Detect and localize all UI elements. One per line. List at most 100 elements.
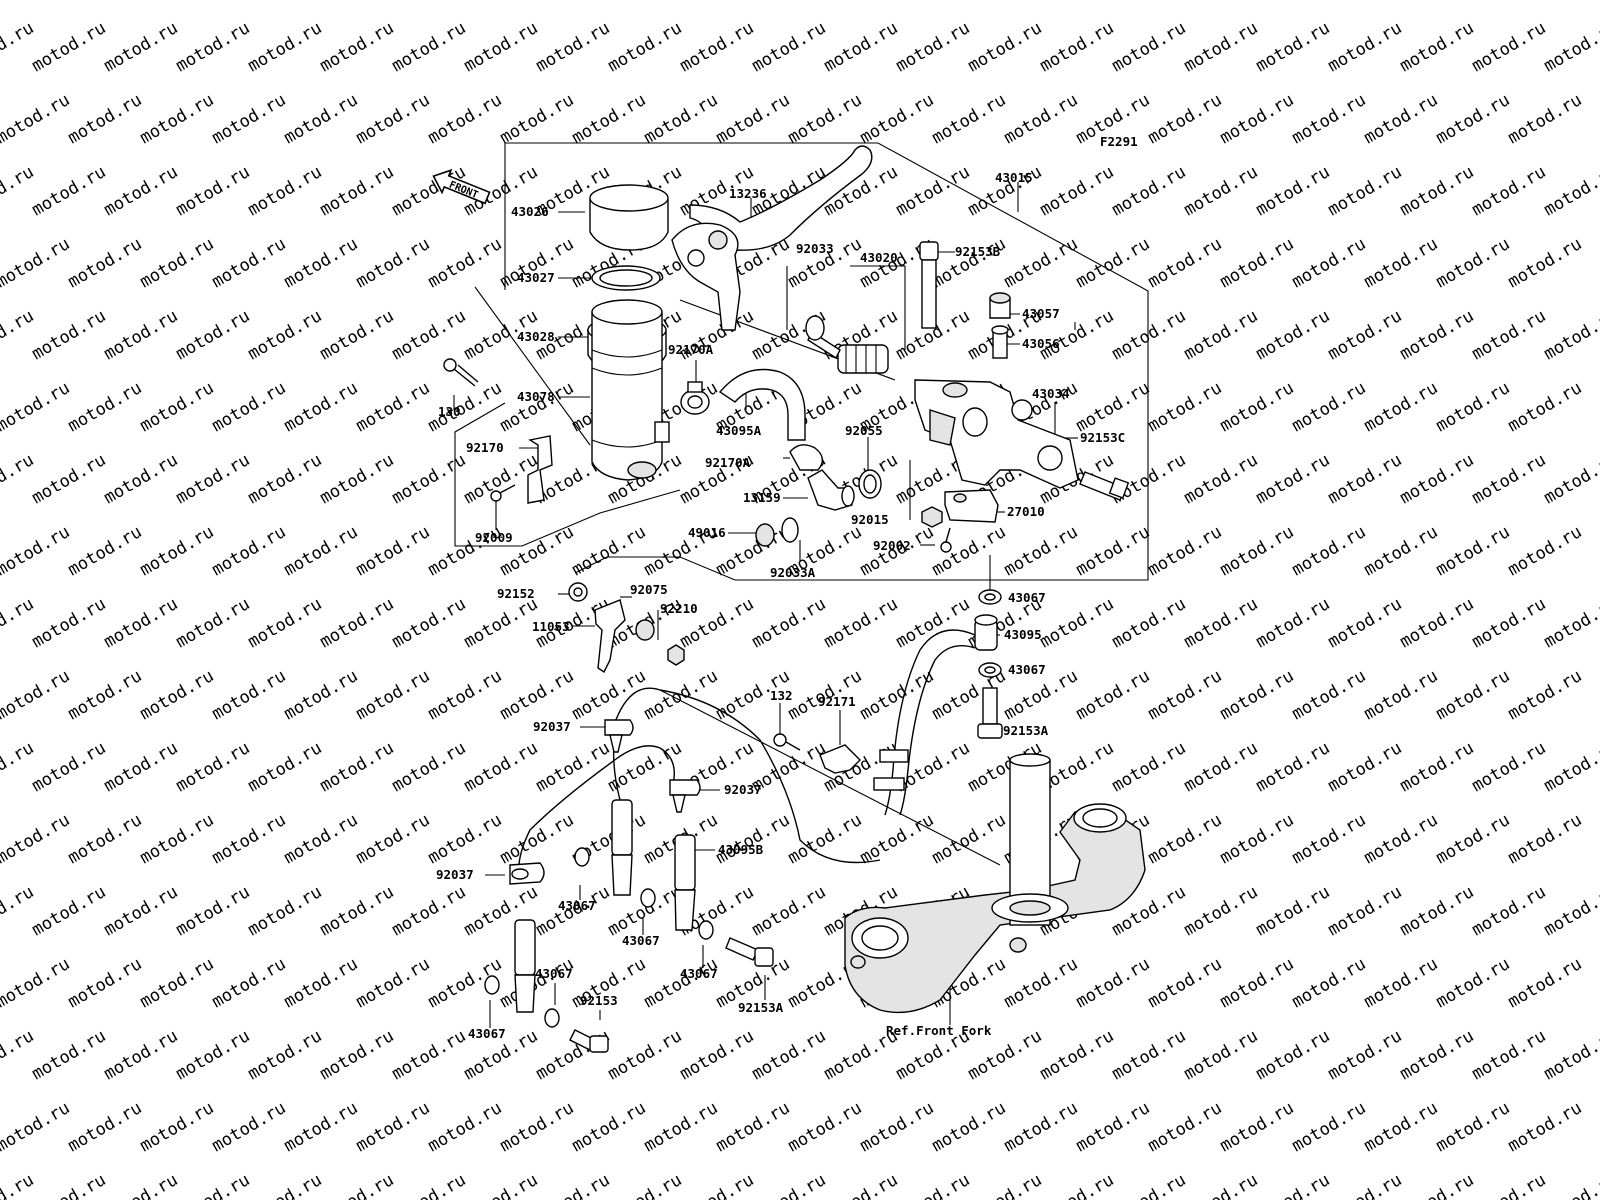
watermark-text: motod.ru <box>1181 306 1262 364</box>
watermark-text: motod.ru <box>353 810 434 868</box>
watermark-text: motod.ru <box>1433 90 1514 148</box>
watermark-text: motod.ru <box>173 594 254 652</box>
watermark-text: motod.ru <box>137 0 218 4</box>
watermark-text: motod.ru <box>281 234 362 292</box>
part-label: 43026 <box>511 204 549 219</box>
watermark-text: motod.ru <box>65 810 146 868</box>
part-label: 13236 <box>729 186 767 201</box>
watermark-text: motod.ru <box>137 666 218 724</box>
watermark-text: motod.ru <box>353 90 434 148</box>
lever-13236 <box>671 145 873 331</box>
watermark-text: motod.ru <box>209 378 290 436</box>
watermark-text: motod.ru <box>1289 954 1370 1012</box>
part-label: 92037 <box>436 867 474 882</box>
watermark-text: motod.ru <box>1397 882 1478 940</box>
watermark-text: motod.ru <box>0 0 73 4</box>
part-label: 49016 <box>688 525 726 540</box>
watermark-text: motod.ru <box>1217 954 1298 1012</box>
part-label: 43027 <box>517 270 555 285</box>
watermark-text: motod.ru <box>569 666 650 724</box>
cap-43057 <box>989 292 1011 319</box>
part-label: 92009 <box>475 530 513 545</box>
part-label: 43067 <box>1008 590 1046 605</box>
watermark-text: motod.ru <box>1433 810 1514 868</box>
watermark-text: motod.ru <box>1361 90 1442 148</box>
watermark-text: motod.ru <box>893 18 974 76</box>
watermark-text: motod.ru <box>749 1170 830 1200</box>
watermark-text: motod.ru <box>1181 594 1262 652</box>
watermark-text: motod.ru <box>1217 810 1298 868</box>
watermark-text: motod.ru <box>1541 1026 1600 1084</box>
watermark-text: motod.ru <box>1073 234 1154 292</box>
watermark-text: motod.ru <box>389 1170 470 1200</box>
watermark-text: motod.ru <box>137 810 218 868</box>
watermark-text: motod.ru <box>317 162 398 220</box>
watermark-text: motod.ru <box>0 738 37 796</box>
watermark-text: motod.ru <box>1253 18 1334 76</box>
watermark-text: motod.ru <box>317 1026 398 1084</box>
part-label: 43067 <box>622 933 660 948</box>
watermark-text: motod.ru <box>569 90 650 148</box>
watermark-text: motod.ru <box>101 1026 182 1084</box>
watermark-text: motod.ru <box>1289 0 1370 4</box>
watermark-text: motod.ru <box>173 306 254 364</box>
watermark-text: motod.ru <box>1109 738 1190 796</box>
nut-92015 <box>921 506 943 528</box>
watermark-text: motod.ru <box>1145 378 1226 436</box>
watermark-text: motod.ru <box>569 0 650 4</box>
watermark-text: motod.ru <box>821 18 902 76</box>
watermark-text: motod.ru <box>317 450 398 508</box>
watermark-text: motod.ru <box>1181 18 1262 76</box>
watermark-text: motod.ru <box>1037 162 1118 220</box>
watermark-text: motod.ru <box>1469 1026 1550 1084</box>
watermark-text: motod.ru <box>1001 90 1082 148</box>
watermark-text: motod.ru <box>1181 450 1262 508</box>
watermark-text: motod.ru <box>533 738 614 796</box>
watermark-text: motod.ru <box>1181 738 1262 796</box>
watermark-text: motod.ru <box>317 738 398 796</box>
watermark-text: motod.ru <box>101 882 182 940</box>
watermark-text: motod.ru <box>281 666 362 724</box>
watermark-text: motod.ru <box>569 1098 650 1156</box>
watermark-text: motod.ru <box>29 1170 110 1200</box>
watermark-text: motod.ru <box>245 306 326 364</box>
watermark-text: motod.ru <box>353 378 434 436</box>
watermark-text: motod.ru <box>1145 666 1226 724</box>
watermark-text: motod.ru <box>1433 0 1514 4</box>
circlip-92033a <box>781 517 799 543</box>
watermark-text: motod.ru <box>713 0 794 4</box>
watermark-text: motod.ru <box>1253 594 1334 652</box>
watermark-text: motod.ru <box>929 522 1010 580</box>
watermark-text: motod.ru <box>1325 450 1406 508</box>
watermark-text: motod.ru <box>1505 522 1586 580</box>
watermark-text: motod.ru <box>29 306 110 364</box>
fitting-92037-a <box>604 719 634 753</box>
watermark-text: motod.ru <box>1397 738 1478 796</box>
watermark-text: motod.ru <box>1469 882 1550 940</box>
part-label: 92153 <box>580 993 618 1008</box>
watermark-text: motod.ru <box>1001 234 1082 292</box>
watermark-text: motod.ru <box>0 594 37 652</box>
watermark-text: motod.ru <box>1001 954 1082 1012</box>
watermark-text: motod.ru <box>1361 666 1442 724</box>
fitting-13159 <box>807 469 855 511</box>
part-label: 92037 <box>724 782 762 797</box>
watermark-text: motod.ru <box>209 810 290 868</box>
part-label: 43067 <box>468 1026 506 1041</box>
seal-49016 <box>755 523 775 547</box>
watermark-text: motod.ru <box>389 1026 470 1084</box>
part-label: 43067 <box>558 898 596 913</box>
watermark-text: motod.ru <box>1361 378 1442 436</box>
watermark-text: motod.ru <box>785 90 866 148</box>
switch-27010 <box>944 489 999 523</box>
hose-43095b <box>611 799 696 931</box>
watermark-text: motod.ru <box>1145 1098 1226 1156</box>
watermark-text: motod.ru <box>497 0 578 4</box>
watermark-text: motod.ru <box>1109 306 1190 364</box>
watermark-text: motod.ru <box>0 90 73 148</box>
watermark-text: motod.ru <box>1505 954 1586 1012</box>
watermark-text: motod.ru <box>857 0 938 4</box>
watermark-text: motod.ru <box>1289 810 1370 868</box>
watermark-text: motod.ru <box>1397 18 1478 76</box>
